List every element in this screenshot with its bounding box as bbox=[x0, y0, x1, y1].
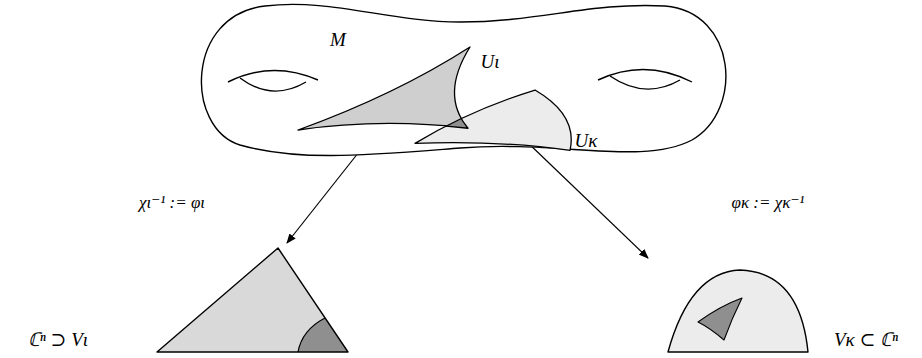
shape-path bbox=[298, 47, 470, 130]
shape-path bbox=[298, 318, 348, 352]
coordinate-domain: ℂⁿ ⊃ Vι bbox=[0, 244, 352, 356]
shape-path bbox=[240, 78, 306, 91]
region-label: ℂⁿ ⊃ Vι bbox=[28, 329, 88, 352]
map-label: φκ := χκ⁻¹ bbox=[730, 193, 807, 213]
shape-path bbox=[157, 248, 348, 352]
chart-patch-outline bbox=[412, 86, 602, 153]
shape-path bbox=[201, 4, 725, 155]
map-label: χι⁻¹ := φι bbox=[137, 193, 207, 213]
shape-path bbox=[668, 270, 808, 352]
shape-path bbox=[668, 270, 808, 352]
shape-path bbox=[598, 69, 692, 82]
shape-path bbox=[415, 90, 571, 150]
coordinate-domain: Vκ ⊂ ℂⁿ bbox=[664, 264, 918, 356]
manifold-blob: M UιUκ bbox=[182, 0, 747, 165]
shape-path bbox=[415, 90, 571, 150]
shape-path bbox=[298, 47, 470, 130]
region-label: M bbox=[330, 29, 346, 52]
map-arrow bbox=[525, 140, 648, 258]
shape-path bbox=[610, 76, 680, 89]
shape-path bbox=[698, 298, 742, 340]
shape-path bbox=[228, 70, 318, 82]
shape-path bbox=[298, 318, 325, 352]
shape-path bbox=[157, 248, 348, 352]
chart-patch: Uκ bbox=[412, 86, 602, 153]
region-label: Vκ ⊂ ℂⁿ bbox=[834, 329, 898, 352]
region-label: Uι bbox=[481, 51, 500, 74]
region-label: Uκ bbox=[575, 130, 598, 153]
